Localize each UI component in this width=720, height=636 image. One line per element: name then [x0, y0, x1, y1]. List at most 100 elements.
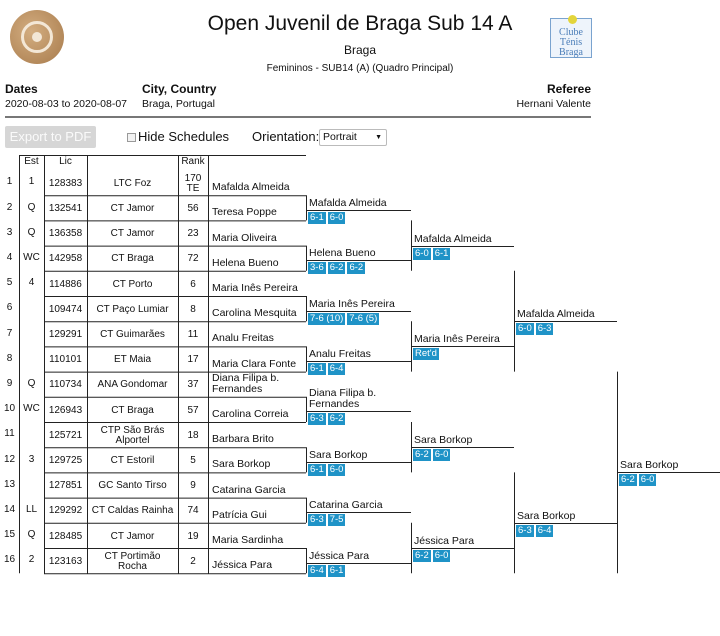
match-winner-line: Analu Freitas	[309, 348, 371, 360]
player-rank: 57	[178, 397, 208, 422]
match-winner-line: Jéssica Para	[414, 535, 475, 547]
page-title: Open Juvenil de Braga Sub 14 A	[207, 12, 513, 35]
entry-status: 3	[28, 453, 35, 465]
player-rank-line: 19	[187, 530, 199, 542]
club-name: CT Estoril	[87, 447, 178, 472]
match-winner: Sara Borkop	[620, 460, 678, 471]
license-number: 123163	[48, 555, 83, 567]
entry-status	[19, 346, 44, 371]
tournament-location: Braga	[343, 43, 377, 57]
set-score: 6-4	[308, 565, 326, 577]
player-name-line: Teresa Poppe	[212, 206, 277, 219]
club-name-line: CT Portimão	[104, 550, 161, 562]
player-rank-line: 170	[184, 172, 202, 184]
entry-status	[19, 422, 44, 447]
player-rank: 37	[178, 372, 208, 397]
draw-position: 1	[6, 176, 13, 188]
match-winner: Sara Borkop	[309, 450, 367, 461]
club-name-line: CT Braga	[111, 404, 154, 416]
set-score: 6-0	[327, 464, 346, 476]
draw-position: 2	[6, 201, 13, 213]
player-rank-line: 72	[187, 253, 199, 265]
draw-position: 12	[3, 453, 16, 465]
entry-status: Q	[27, 529, 36, 541]
club-name-line: CT Estoril	[110, 455, 155, 467]
match-winner: Diana Filipa b.Fernandes	[309, 388, 376, 410]
player-name-line: Catarina Garcia	[212, 483, 286, 496]
bracket-path	[19, 155, 720, 575]
set-score: 6-0	[327, 212, 346, 224]
match-winner: Jéssica Para	[309, 551, 369, 562]
match-winner: Maria Inês Pereira	[414, 334, 500, 345]
set-score: 6-1	[308, 464, 326, 476]
orientation-select[interactable]: Portrait ▼	[319, 129, 387, 146]
header-rank: Rank	[181, 156, 205, 167]
player-name: Sara Borkop	[212, 459, 270, 470]
draw-position: 16	[3, 554, 16, 566]
player-rank-line: 56	[187, 203, 199, 215]
set-score: 6-3	[308, 514, 326, 526]
club-name-line: CT Jamor	[110, 530, 155, 542]
club-name: GC Santo Tirso	[87, 472, 178, 497]
entry-status	[19, 472, 44, 497]
player-name-line: Sara Borkop	[212, 458, 271, 471]
entry-status	[19, 296, 44, 321]
city-value: Braga, Portugal	[142, 98, 215, 110]
set-score: 6-0	[432, 550, 451, 562]
match-winner-line: Diana Filipa b.	[309, 387, 377, 399]
match-winner-line: Fernandes	[309, 398, 360, 410]
player-name: Analu Freitas	[212, 333, 274, 344]
player-name: Mafalda Almeida	[212, 182, 290, 193]
club-name: CT Paço Lumiar	[87, 296, 178, 321]
club-name: CT Porto	[87, 271, 178, 296]
tournament-logo	[10, 10, 64, 64]
player-name-line: Jéssica Para	[212, 559, 273, 572]
set-score: 3-6	[308, 262, 326, 274]
player-name-line: Fernandes	[212, 382, 263, 395]
export-pdf-button[interactable]: Export to PDF	[5, 126, 96, 148]
draw-position: 8	[6, 352, 13, 364]
license-number: 129291	[48, 329, 83, 341]
player-name-line: Maria Inês Pereira	[212, 282, 298, 294]
match-winner: Jéssica Para	[414, 536, 474, 547]
player-name: Maria Clara Fonte	[212, 358, 296, 370]
player-name-line: Patrícia Gui	[212, 508, 267, 521]
player-name-line: Carolina Correia	[212, 408, 289, 420]
player-rank-line: 8	[190, 303, 196, 315]
player-rank: 8	[178, 296, 208, 321]
hide-schedules-checkbox[interactable]	[127, 133, 136, 142]
match-winner: Maria Inês Pereira	[309, 299, 395, 310]
dates-label: Dates	[5, 82, 38, 96]
player-name: Teresa Poppe	[212, 207, 277, 218]
set-score: 6-0	[413, 248, 431, 260]
club-name-line: LTC Foz	[113, 177, 152, 189]
club-name-line: CT Guimarães	[100, 329, 165, 341]
header-divider	[5, 116, 591, 118]
license-number: 142958	[48, 253, 83, 265]
club-name-line: CT Jamor	[110, 228, 155, 240]
match-winner-line: Sara Borkop	[517, 510, 576, 522]
player-name: Barbara Brito	[212, 434, 274, 445]
set-score: 7-6 (10)	[308, 313, 346, 325]
player-name-line: Mafalda Almeida	[212, 181, 290, 194]
hide-schedules-label: Hide Schedules	[138, 129, 230, 144]
player-rank: 2	[178, 548, 208, 573]
club-name: CT Jamor	[87, 220, 178, 245]
draw-position: 9	[6, 377, 13, 389]
player-rank-line: TE	[186, 183, 200, 195]
match-winner-line: Mafalda Almeida	[414, 233, 492, 245]
license-number: 109474	[48, 303, 83, 315]
player-name: Carolina Correia	[212, 409, 288, 420]
draw-position: 3	[6, 226, 13, 238]
player-name-line: Diana Filipa b.	[212, 371, 280, 384]
license-number: 129725	[48, 455, 83, 467]
entry-status: WC	[23, 403, 40, 415]
player-rank-line: 2	[190, 555, 196, 567]
